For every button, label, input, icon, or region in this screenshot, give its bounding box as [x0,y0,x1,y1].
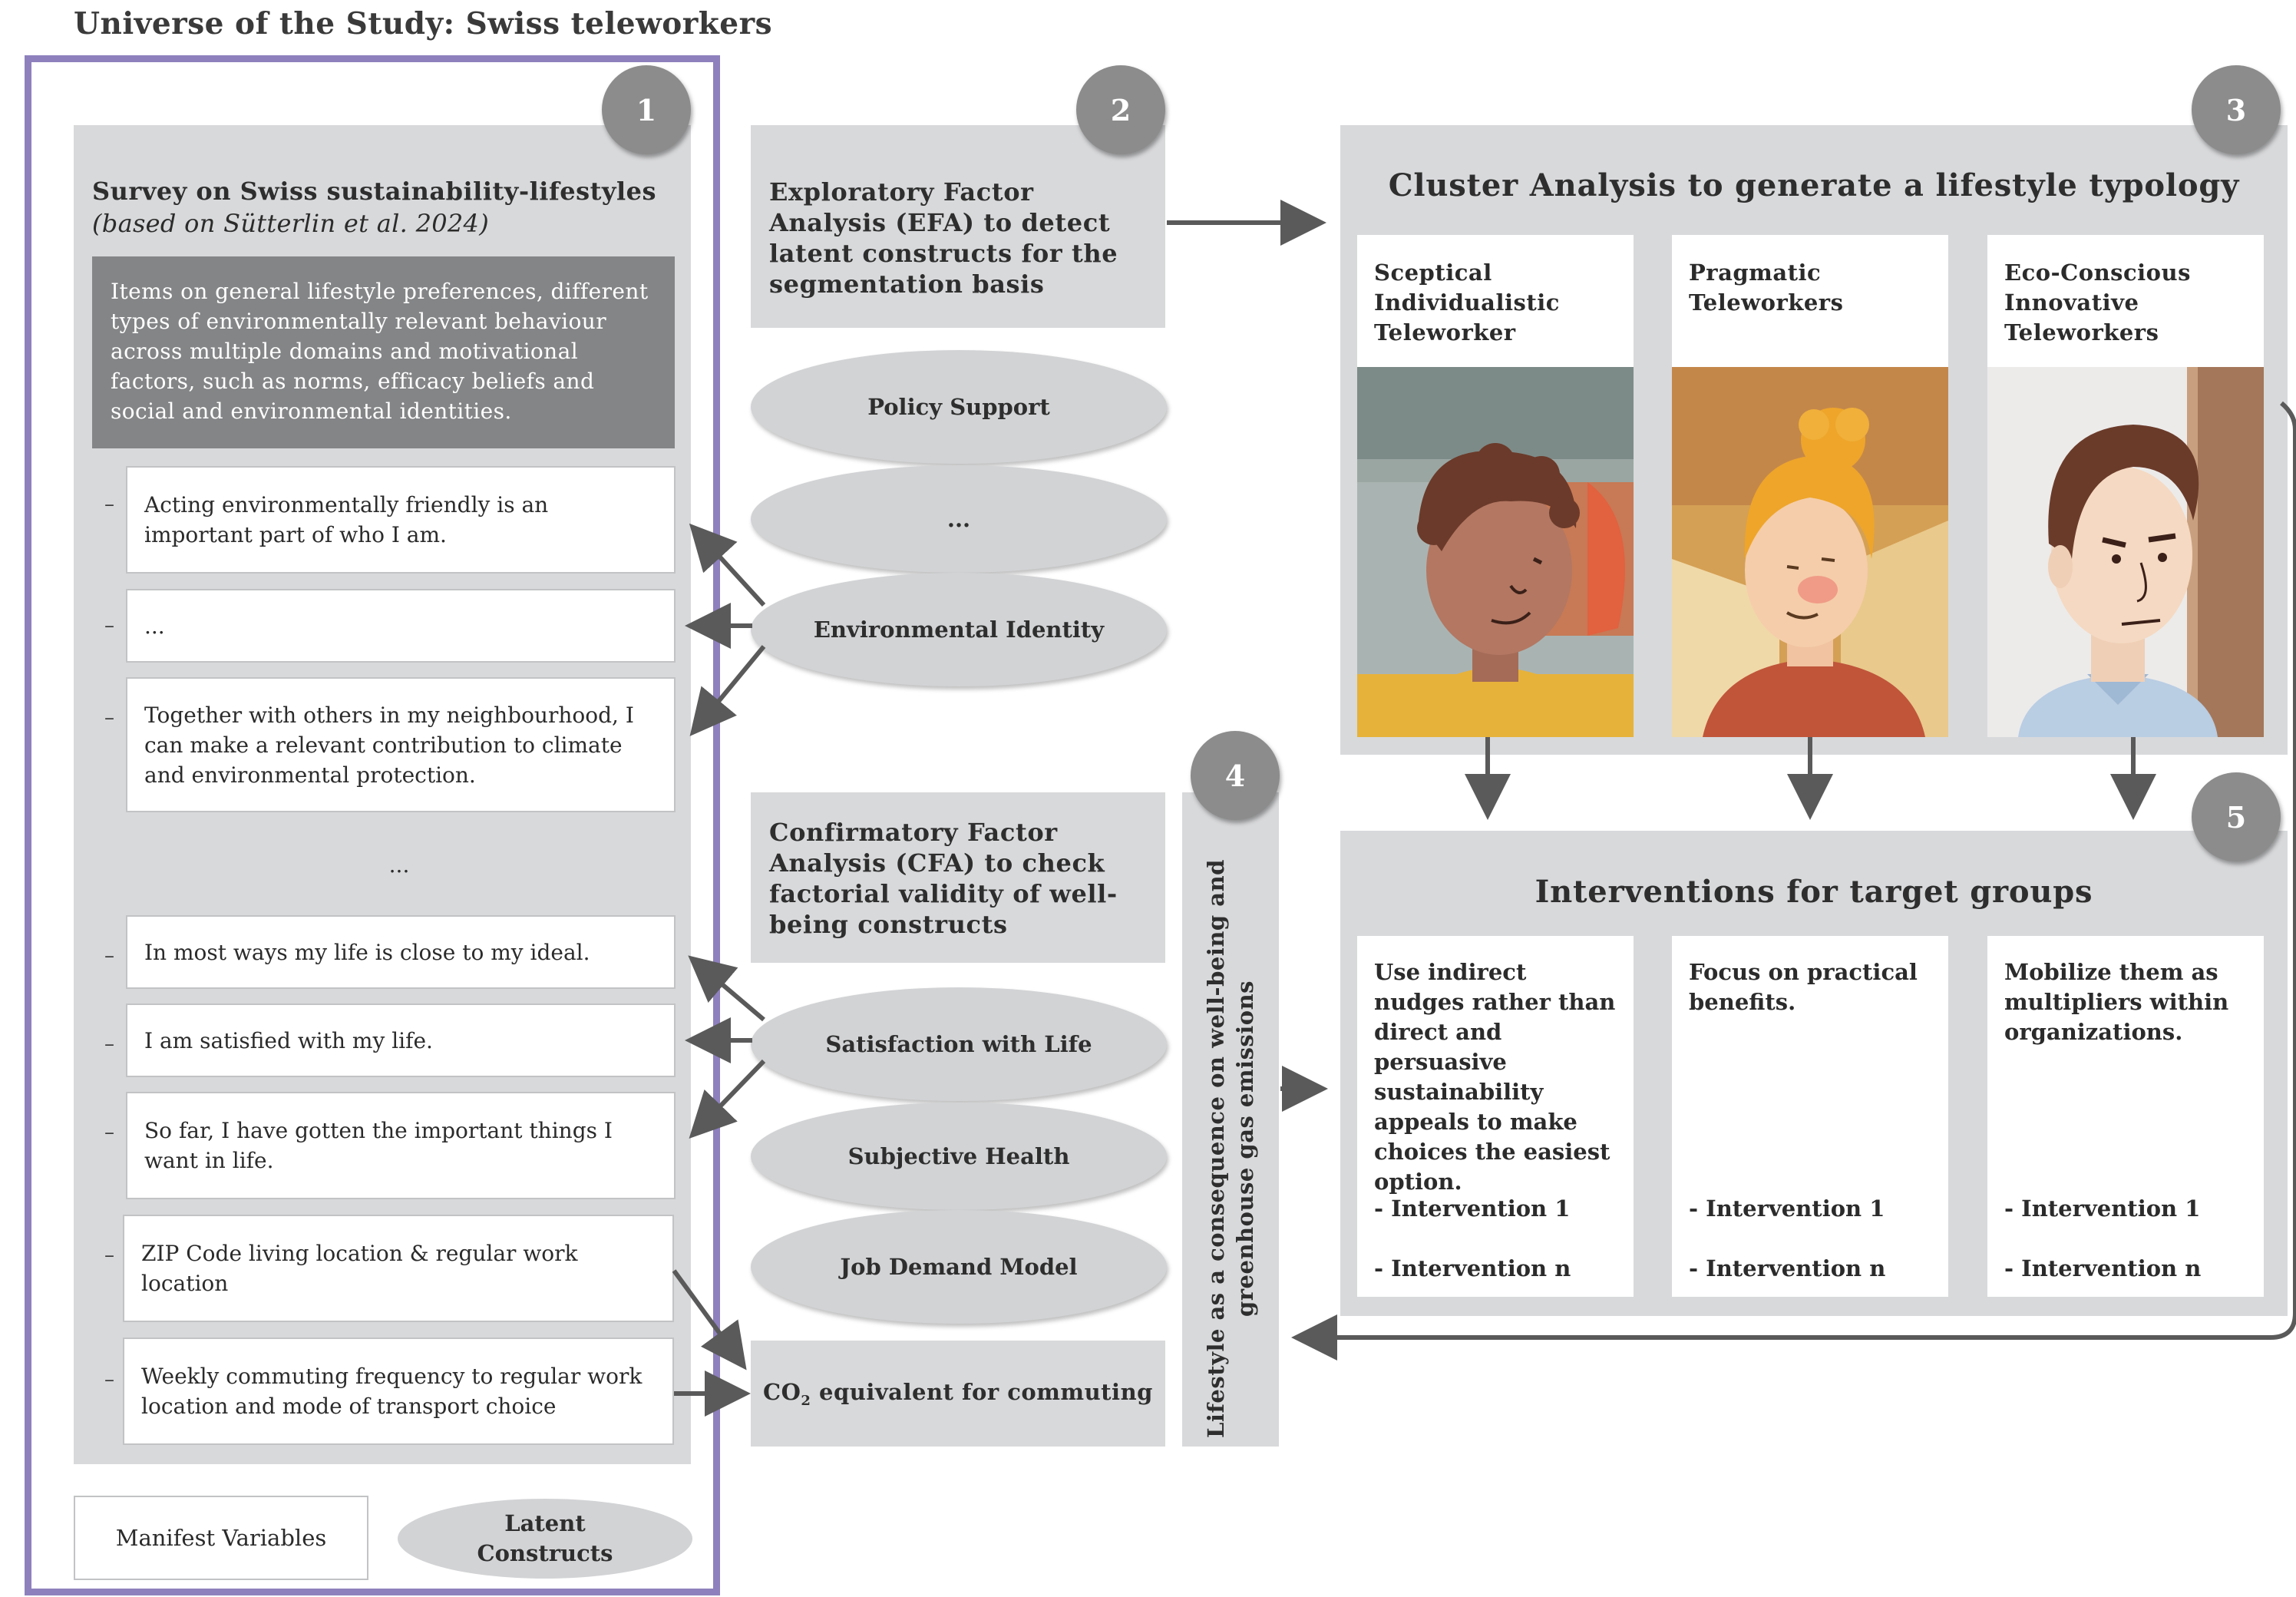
intervention-strategy: Use indirect nudges rather than direct a… [1374,959,1616,1195]
study-universe-frame [25,55,720,1595]
latent-subjective-health: Subjective Health [751,1103,1167,1210]
manifest-item-life-satisfaction-3: So far, I have gotten the important thin… [126,1092,676,1199]
arrow-swl-item-1 [688,955,765,1022]
item-dash: – [104,493,114,516]
manifest-item-text: ZIP Code living location & regular work … [141,1241,578,1296]
manifest-item-life-satisfaction-1: In most ways my life is close to my idea… [126,915,676,989]
legend-manifest-variables: Manifest Variables [74,1496,368,1580]
portrait-eco-conscious-illustration [1987,367,2264,737]
manifest-item-life-satisfaction-2: I am satisfied with my life. [126,1003,676,1077]
intervention-item-1: - Intervention 1 [1374,1195,1571,1222]
legend-manifest-label: Manifest Variables [115,1525,327,1551]
intervention-card-sceptical: Use indirect nudges rather than direct a… [1357,936,1634,1297]
cfa-panel [751,792,1165,963]
portrait-pragmatic-illustration [1672,367,1948,737]
latent-label: Job Demand Model [840,1254,1078,1280]
item-dash: – [104,1121,114,1144]
latent-job-demand-model: Job Demand Model [751,1210,1167,1324]
step-badge-5: 5 [2192,772,2281,861]
survey-description: Items on general lifestyle preferences, … [92,256,675,448]
manifest-item-environmental-identity-1: Acting environmentally friendly is an im… [126,466,676,574]
arrow-env-identity-item-3 [689,645,766,736]
co2-subscript: 2 [801,1392,811,1409]
step-badge-4: 4 [1191,731,1280,820]
latent-label: Subjective Health [847,1143,1070,1169]
portrait-sceptical-illustration [1357,367,1634,737]
lifestyle-type-name: Eco-Conscious Innovative Teleworkers [2004,260,2191,346]
intervention-item-1: - Intervention 1 [2004,1195,2201,1222]
manifest-item-text: Together with others in my neighbourhood… [144,702,634,788]
efa-panel [751,125,1165,328]
lifestyle-type-name: Sceptical Individualistic Teleworker [1374,260,1560,346]
manifest-item-text: In most ways my life is close to my idea… [144,939,590,965]
interventions-title: Interventions for target groups [1535,874,2093,910]
manifest-item-text: Acting environmentally friendly is an im… [144,492,549,547]
intervention-item-1: - Intervention 1 [1689,1195,1885,1222]
consequence-panel [1182,792,1279,1447]
intervention-strategy: Focus on practical benefits. [1689,959,1918,1015]
intervention-card-pragmatic: Focus on practical benefits. - Intervent… [1672,936,1948,1297]
latent-label: ... [946,506,971,532]
cfa-title: Confirmatory Factor Analysis (CFA) to ch… [769,818,1118,939]
latent-label: Policy Support [867,394,1050,420]
manifest-item-text: So far, I have gotten the important thin… [144,1118,613,1173]
step-badge-3: 3 [2192,65,2281,154]
latent-policy-support: Policy Support [751,350,1167,464]
co2-prefix: CO [763,1378,801,1405]
intervention-item-n: - Intervention n [1689,1255,1886,1281]
latent-label: Satisfaction with Life [825,1031,1092,1057]
manifest-item-ellipsis: ... [126,589,676,663]
manifest-item-text: ... [144,613,165,639]
manifest-item-zip-code: ZIP Code living location & regular work … [123,1215,674,1322]
study-universe-title: Universe of the Study: Swiss teleworkers [74,6,773,41]
co2-equivalent-box: CO2 equivalent for commuting [751,1341,1165,1447]
latent-satisfaction-with-life: Satisfaction with Life [751,987,1167,1101]
efa-title: Exploratory Factor Analysis (EFA) to det… [769,177,1118,299]
co2-suffix: equivalent for commuting [811,1378,1153,1405]
portrait-eco-conscious-teleworker [1987,367,2264,737]
survey-subtitle: (based on Sütterlin et al. 2024) [92,209,489,238]
arrow-swl-item-3 [689,1059,766,1139]
co2-label: CO2 equivalent for commuting [763,1379,1153,1409]
intervention-card-eco-conscious: Mobilize them as multipliers within orga… [1987,936,2264,1297]
legend-latent-label: Latent Constructs [477,1510,613,1566]
intervention-strategy: Mobilize them as multipliers within orga… [2004,959,2229,1045]
intervention-item-n: - Intervention n [2004,1255,2202,1281]
arrow-zip-to-co2 [672,1269,747,1371]
manifest-item-text: I am satisfied with my life. [144,1027,433,1053]
item-dash: – [104,706,114,729]
items-separator: ... [388,852,410,878]
step-badge-1: 1 [602,65,691,154]
portrait-pragmatic-teleworker [1672,367,1948,737]
intervention-item-n: - Intervention n [1374,1255,1571,1281]
item-dash: – [104,1244,114,1267]
latent-ellipsis: ... [751,465,1167,573]
latent-environmental-identity: Environmental Identity [751,573,1167,686]
portrait-sceptical-teleworker [1357,367,1634,737]
manifest-item-commuting: Weekly commuting frequency to regular wo… [123,1337,674,1445]
item-dash: – [104,944,114,967]
item-dash: – [104,1033,114,1056]
cluster-title: Cluster Analysis to generate a lifestyle… [1388,167,2240,203]
lifestyle-type-name: Pragmatic Teleworkers [1689,260,1844,316]
step-badge-2: 2 [1076,65,1165,154]
item-dash: – [104,1368,114,1391]
survey-title: Survey on Swiss sustainability-lifestyle… [92,177,656,206]
latent-label: Environmental Identity [813,617,1105,643]
arrow-env-identity-item-1 [689,523,766,607]
item-dash: – [104,614,114,637]
manifest-item-environmental-identity-n: Together with others in my neighbourhood… [126,677,676,812]
legend-latent-constructs: Latent Constructs [398,1499,692,1579]
manifest-item-text: Weekly commuting frequency to regular wo… [141,1364,643,1419]
arrow-feedback-loop [1291,401,2296,1361]
